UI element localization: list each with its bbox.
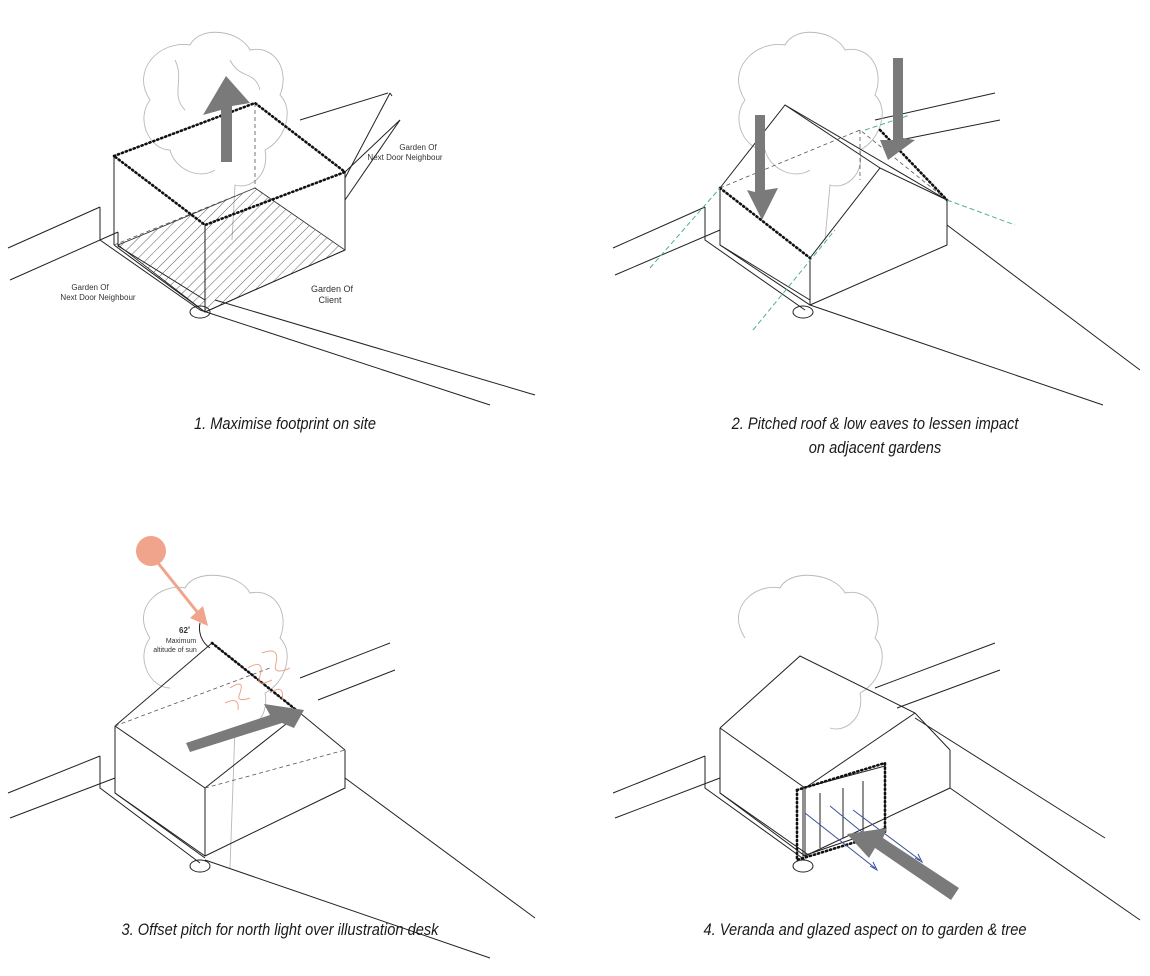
garden-approach-arrow-icon bbox=[847, 828, 959, 900]
label-neighbour-left-l1: Garden Of bbox=[71, 283, 109, 292]
sun-icon bbox=[136, 536, 208, 626]
label-client-l1: Garden Of bbox=[311, 284, 354, 294]
drain-icon bbox=[792, 859, 814, 873]
volume-box bbox=[113, 103, 346, 313]
caption-panel-3: 3. Offset pitch for north light over ill… bbox=[121, 920, 439, 939]
low-eaves-left bbox=[718, 186, 812, 260]
label-client-l2: Client bbox=[318, 295, 342, 305]
down-arrow-right-icon bbox=[880, 58, 915, 160]
tree-outline bbox=[143, 31, 288, 241]
panel-4-veranda: 4. Veranda and glazed aspect on to garde… bbox=[575, 488, 1150, 976]
caption-panel-2: 2. Pitched roof & low eaves to lessen im… bbox=[660, 412, 1090, 460]
sun-angle-value: 62˚ bbox=[179, 626, 191, 635]
panel-2-pitched-roof: 2. Pitched roof & low eaves to lessen im… bbox=[575, 0, 1150, 480]
sun-angle-arc bbox=[198, 622, 211, 649]
pitched-roof-diagram bbox=[612, 31, 1141, 406]
heat-swirl-icons bbox=[224, 650, 291, 711]
offset-pitch-diagram: 62˚ Maximum altitude of sun bbox=[7, 536, 536, 959]
drain-icon bbox=[792, 305, 814, 319]
sightline-left-1 bbox=[649, 187, 721, 269]
sightline-left-2 bbox=[752, 229, 836, 331]
up-arrow-icon bbox=[203, 76, 250, 162]
site-boundaries bbox=[612, 642, 1141, 921]
house-volume bbox=[719, 104, 948, 306]
veranda-diagram bbox=[612, 574, 1141, 921]
tree-outline bbox=[738, 574, 883, 730]
label-neighbour-left-l2: Next Door Neighbour bbox=[60, 293, 135, 302]
sightline-right-2 bbox=[946, 199, 1016, 226]
sun-label-l2: altitude of sun bbox=[153, 647, 197, 654]
caption-panel-2-line-1: 2. Pitched roof & low eaves to lessen im… bbox=[731, 414, 1019, 433]
panel-1-maximise-footprint: Garden Of Next Door Neighbour Garden Of … bbox=[0, 0, 575, 480]
sun-label-l1: Maximum bbox=[166, 638, 197, 645]
down-arrow-left-icon bbox=[747, 115, 778, 220]
footprint-maximised-outline bbox=[111, 101, 348, 227]
tree-outline bbox=[143, 574, 288, 869]
drain-icon bbox=[189, 859, 211, 873]
drain-icon bbox=[189, 305, 211, 319]
north-light-arrow-icon bbox=[186, 704, 304, 752]
site-boundaries bbox=[7, 92, 536, 406]
site-boundaries bbox=[612, 92, 1141, 406]
panel-3-offset-pitch: 62˚ Maximum altitude of sun 3. Offset pi… bbox=[0, 488, 575, 976]
label-neighbour-right-l2: Next Door Neighbour bbox=[367, 153, 442, 162]
caption-panel-4: 4. Veranda and glazed aspect on to garde… bbox=[703, 920, 1027, 939]
caption-panel-1: 1. Maximise footprint on site bbox=[193, 414, 377, 433]
house-volume bbox=[719, 655, 951, 857]
label-neighbour-right-l1: Garden Of bbox=[399, 143, 437, 152]
site-boundaries bbox=[7, 642, 536, 959]
caption-panel-2-line-2: on adjacent gardens bbox=[808, 438, 942, 457]
footprint-diagram: Garden Of Next Door Neighbour Garden Of … bbox=[7, 31, 536, 406]
ridge-offset-line bbox=[210, 641, 302, 715]
